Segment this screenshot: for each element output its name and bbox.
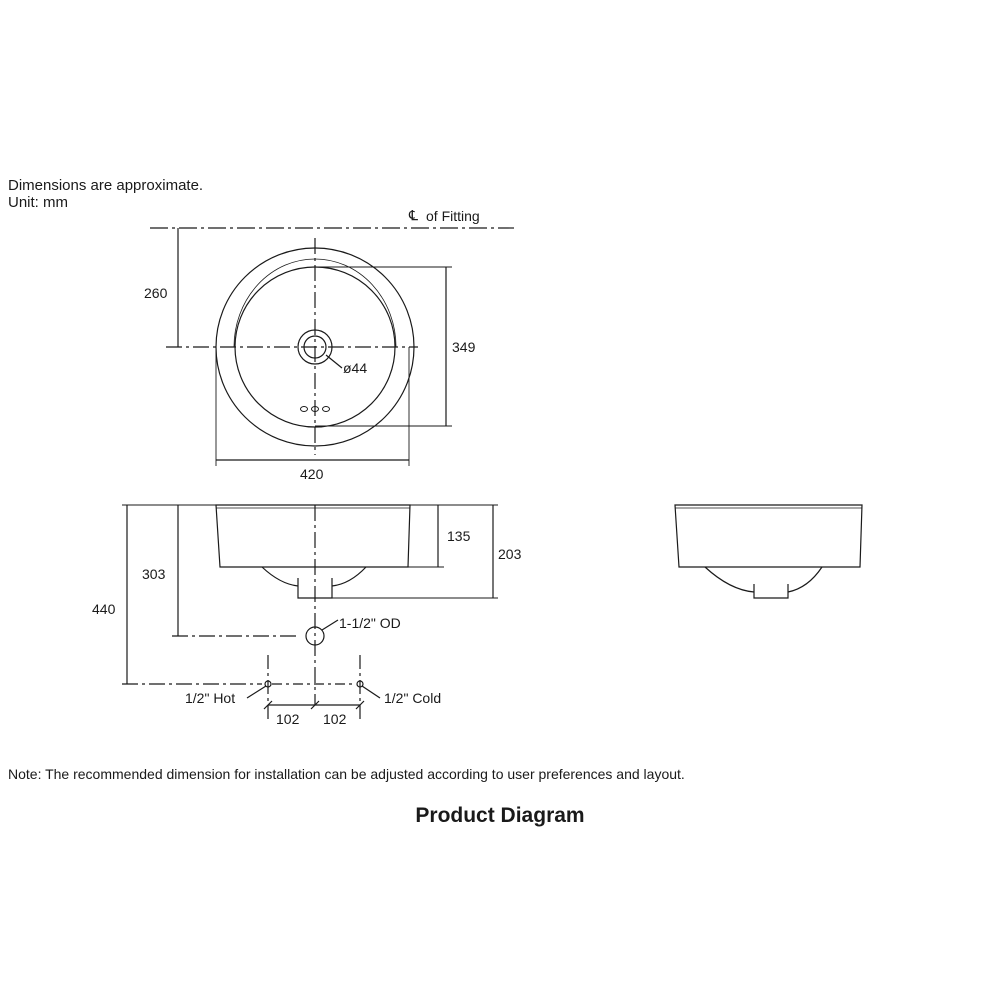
- centerline-label: of Fitting: [426, 208, 480, 224]
- top-view: ℄ of Fitting ø44 260 349 420: [144, 207, 514, 482]
- drain-leader: [325, 354, 343, 369]
- side-view: [674, 504, 863, 599]
- centerline-symbol: ℄: [408, 207, 418, 223]
- hot-supply-label: 1/2" Hot: [185, 690, 235, 706]
- dim-135-label: 135: [447, 528, 471, 544]
- dim-102-hot-label: 102: [276, 711, 300, 727]
- overflow-holes: [300, 406, 330, 412]
- dim-203-label: 203: [498, 546, 522, 562]
- hot-leader: [246, 685, 267, 699]
- side-basin-body: [674, 504, 863, 568]
- outlet-pipe: [305, 626, 325, 646]
- cold-supply-point: [356, 680, 364, 688]
- front-view: 135 203 303 1-1/2" OD 440 1/2" Hot 1/2" …: [92, 504, 522, 727]
- drain-inner: [303, 335, 327, 359]
- unit-note: Unit: mm: [8, 194, 68, 211]
- front-basin-underside: [261, 566, 367, 587]
- cold-leader: [361, 685, 381, 699]
- dim-303-label: 303: [142, 566, 166, 582]
- installation-note: Note: The recommended dimension for inst…: [8, 766, 685, 782]
- cold-supply-label: 1/2" Cold: [384, 690, 441, 706]
- front-basin-body: [215, 504, 411, 568]
- hot-supply-point: [264, 680, 272, 688]
- dim-440-label: 440: [92, 601, 116, 617]
- approximate-note: Dimensions are approximate.: [8, 177, 204, 194]
- dim-102-ticks: [263, 700, 365, 710]
- dim-260-label: 260: [144, 285, 168, 301]
- side-drain-tailpiece: [753, 584, 789, 599]
- diagram-title: Product Diagram: [415, 804, 585, 827]
- dim-102-cold-label: 102: [323, 711, 347, 727]
- side-basin-underside: [704, 566, 823, 593]
- drain-outer: [297, 329, 333, 365]
- dim-420-label: 420: [300, 466, 324, 482]
- dimension-notes: Dimensions are approximate. Unit: mm: [8, 177, 203, 211]
- dim-349-label: 349: [452, 339, 476, 355]
- outlet-label: 1-1/2" OD: [339, 615, 401, 631]
- outlet-leader: [321, 619, 339, 631]
- drain-diameter-label: ø44: [343, 360, 367, 376]
